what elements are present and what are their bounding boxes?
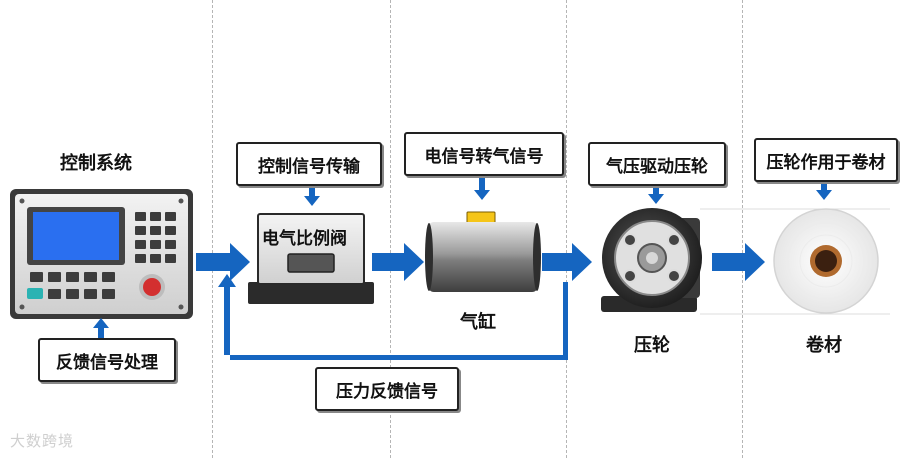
air-drive-box: 气压驱动压轮 [588, 142, 726, 186]
column-divider [566, 0, 567, 458]
arrow-down-air-drive [648, 183, 664, 204]
arrow-cylinder-to-roller [542, 243, 592, 281]
column-divider [212, 0, 213, 458]
arrow-down-elec-air [474, 175, 490, 200]
column-divider [742, 0, 743, 458]
keypad-buttons [135, 212, 176, 263]
proportional-valve [248, 213, 374, 304]
watermark-logo: 大数跨境 [10, 432, 75, 450]
arrow-up-feedback [93, 318, 109, 338]
control-system-title: 控制系统 [60, 153, 132, 174]
cylinder-label: 气缸 [460, 312, 496, 333]
valve-label: 电气比例阀 [262, 229, 347, 249]
function-buttons [30, 272, 115, 299]
emergency-stop-knob [143, 278, 161, 296]
pressure-roller [601, 208, 702, 312]
feedback-processing-box: 反馈信号处理 [38, 338, 176, 382]
arrow-panel-to-valve [196, 243, 250, 281]
pressure-feedback-box: 压力反馈信号 [315, 367, 459, 411]
column-divider [390, 0, 391, 458]
control-panel [10, 189, 193, 319]
material-label: 卷材 [806, 335, 842, 356]
arrow-down-roller-material [816, 180, 832, 200]
roller-label: 压轮 [634, 335, 670, 356]
arrow-down-control [304, 183, 320, 206]
arrow-valve-to-cylinder [372, 243, 424, 281]
teal-button [27, 288, 43, 299]
arrow-roller-to-material [712, 243, 765, 281]
control-signal-box: 控制信号传输 [236, 142, 382, 186]
material-roll [700, 208, 890, 315]
screen-display [33, 212, 119, 260]
elec-to-air-box: 电信号转气信号 [404, 132, 564, 176]
roller-on-material-box: 压轮作用于卷材 [754, 138, 898, 182]
pneumatic-cylinder [425, 211, 541, 292]
signal-arrows [93, 175, 832, 360]
